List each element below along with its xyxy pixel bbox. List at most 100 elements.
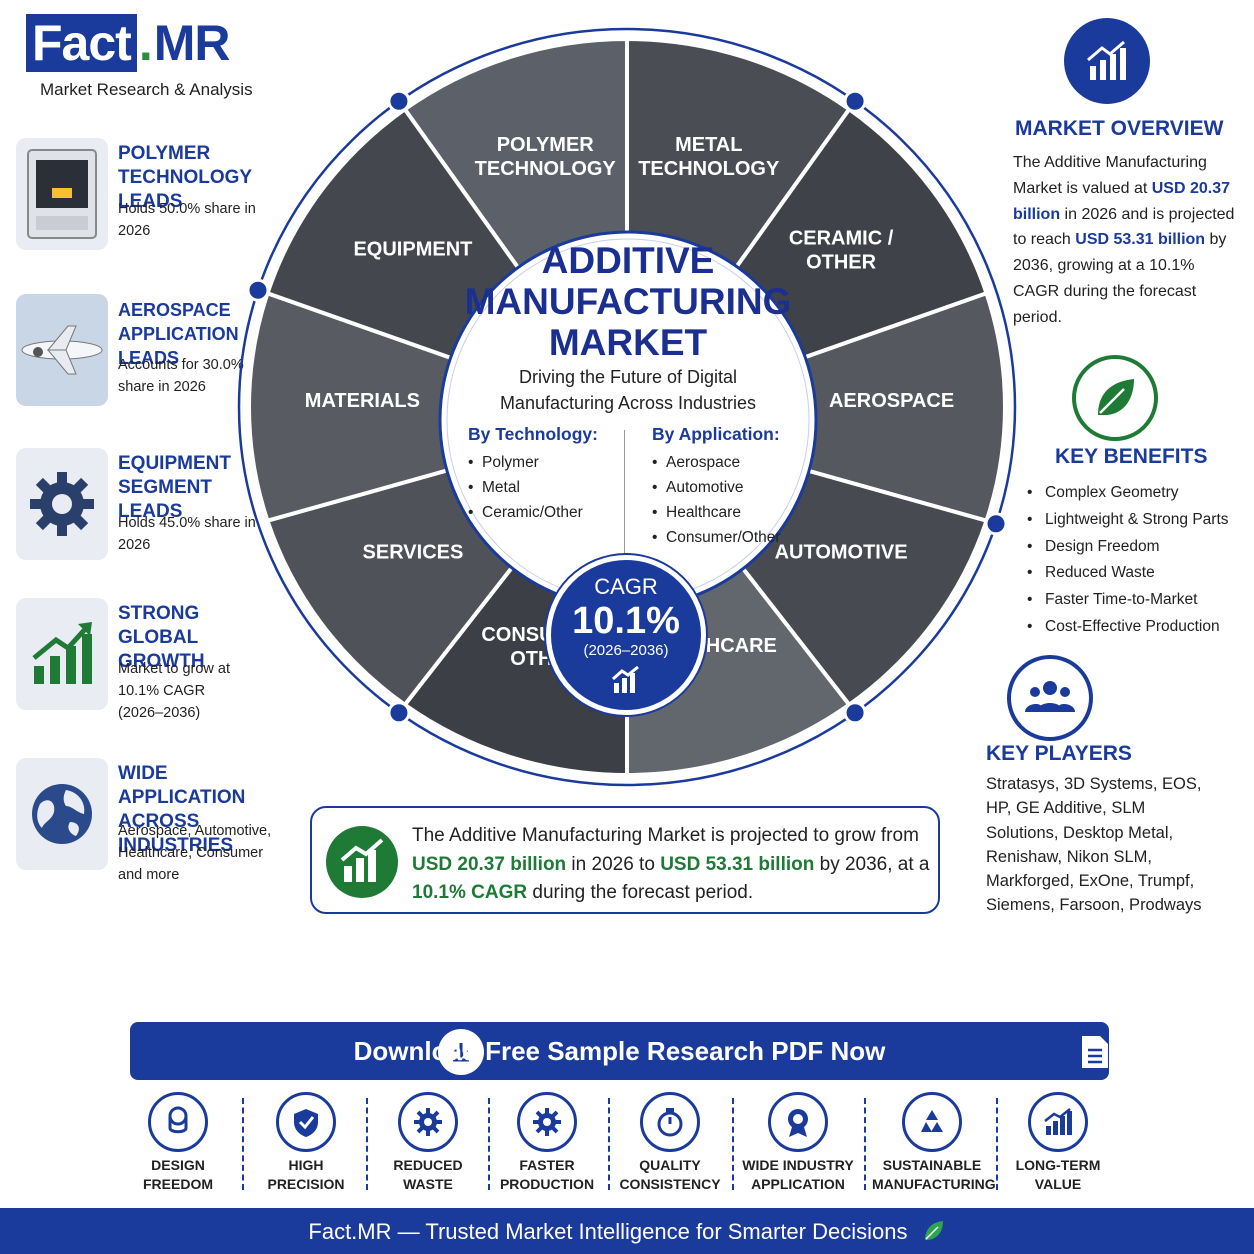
bar-chart-icon <box>1028 1092 1088 1152</box>
globe-icon <box>16 758 108 870</box>
summary-value-2036: USD 53.31 billion <box>660 853 815 875</box>
feature-label-line-1: HIGH <box>288 1157 324 1173</box>
coins-stack-icon <box>148 1092 208 1152</box>
summary-box: The Additive Manufacturing Market is pro… <box>310 806 940 914</box>
feature-reducedwaste: REDUCED WASTE <box>368 1092 488 1194</box>
overview-text-3: by 2036, growing at a 10.1% CAGR during … <box>1013 231 1227 326</box>
leaf-icon <box>924 1221 943 1240</box>
key-benefits-title: KEY BENEFITS <box>1055 445 1208 468</box>
feature-label: HIGH PRECISION <box>246 1156 366 1194</box>
feature-label: FASTER PRODUCTION <box>487 1156 607 1194</box>
application-heading: By Application: <box>652 424 780 444</box>
stat-label: Market Size in 2026 <box>245 942 413 963</box>
cagr-badge: CAGR 10.1% (2026–2036) <box>546 555 706 715</box>
stat-value: USD 20.37 Billion <box>217 970 441 1000</box>
ring-dot <box>387 89 411 113</box>
stat-forecast-value: Forecast Value in 2036 USD 53.31 Billion <box>478 928 780 1031</box>
ring-dot <box>246 278 270 302</box>
feature-separator <box>488 1098 490 1190</box>
feature-label-line-2: MANUFACTURING <box>872 1176 996 1192</box>
benefit-item: Lightweight & Strong Parts <box>1027 507 1247 534</box>
feature-label: REDUCED WASTE <box>368 1156 488 1194</box>
footer-bar: Fact.MR — Trusted Market Intelligence fo… <box>0 1208 1254 1254</box>
summary-part: The Additive Manufacturing Market is pro… <box>412 825 919 846</box>
feature-label-line-1: LONG-TERM <box>1015 1157 1101 1173</box>
overview-value-2026: USD 20.37 billion <box>1013 179 1230 223</box>
feature-separator <box>608 1098 610 1190</box>
technology-heading: By Technology: <box>468 424 598 444</box>
highlight-title: EQUIPMENT SEGMENT LEADS <box>118 453 231 522</box>
cagr-years: (2026–2036) <box>583 642 669 659</box>
feature-label-line-1: WIDE INDUSTRY <box>742 1157 854 1173</box>
growth-chart-icon <box>498 944 548 994</box>
logo-dot: . <box>138 15 153 71</box>
key-players-title: KEY PLAYERS <box>986 742 1132 765</box>
application-item: Healthcare <box>652 500 817 525</box>
stat-label: CAGR (2026–2036) <box>905 942 1073 963</box>
benefit-item: Cost-Effective Production <box>1027 614 1247 641</box>
feature-label-line-1: REDUCED <box>393 1157 463 1173</box>
feature-label-line-2: PRECISION <box>267 1176 345 1192</box>
download-sample-button[interactable]: Download Free Sample Research PDF Now <box>130 1022 1109 1080</box>
highlight-equipment: EQUIPMENT SEGMENT LEADS Holds 45.0% shar… <box>16 448 296 568</box>
center-subtitle-line-2: Manufacturing Across Industries <box>499 393 757 413</box>
download-label: Download Free Sample Research PDF Now <box>353 1036 886 1066</box>
benefit-item: Complex Geometry <box>1027 480 1247 507</box>
technology-item: Ceramic/Other <box>468 500 633 525</box>
feature-label-line-1: SUSTAINABLE <box>882 1157 982 1173</box>
stat-value: 10.1% <box>943 970 1035 1006</box>
feature-label-line-2: CONSISTENCY <box>619 1176 721 1192</box>
application-item: Aerospace <box>652 450 817 475</box>
wheel-segment-label: EQUIPMENT <box>353 239 472 261</box>
highlight-desc: Aerospace, Automotive, Healthcare, Consu… <box>118 823 272 883</box>
airplane-icon <box>16 294 108 406</box>
benefit-item: Design Freedom <box>1027 534 1247 561</box>
footer-text: Fact.MR — Trusted Market Intelligence fo… <box>0 1219 1254 1245</box>
summary-text: The Additive Manufacturing Market is pro… <box>412 822 932 908</box>
feature-separator <box>996 1098 998 1190</box>
stat-cagr: CAGR (2026–2036) 10.1% <box>800 928 1108 1013</box>
bar-chart-icon <box>1064 18 1150 104</box>
application-item: Consumer/Other <box>652 525 817 550</box>
wheel-segment-label: MATERIALS <box>305 390 420 412</box>
logo-mr: MR <box>153 15 231 71</box>
feature-fasterproduction: FASTER PRODUCTION <box>487 1092 607 1194</box>
ring-dot <box>843 701 867 725</box>
feature-separator <box>864 1098 866 1190</box>
feature-label: SUSTAINABLE MANUFACTURING <box>872 1156 996 1194</box>
benefit-item: Faster Time-to-Market <box>1027 587 1247 614</box>
summary-part: by 2036, at a <box>814 853 930 875</box>
feature-separator <box>242 1098 244 1190</box>
highlight-polymer: POLYMER TECHNOLOGY LEADS Holds 50.0% sha… <box>16 138 296 258</box>
brand-tagline: Market Research & Analysis <box>40 80 253 99</box>
feature-separator <box>366 1098 368 1190</box>
feature-label-line-2: WASTE <box>403 1176 453 1192</box>
overview-text-1: The Additive Manufacturing Market is val… <box>1013 154 1207 197</box>
wheel-segment-label: AEROSPACE <box>829 390 954 412</box>
gear-icon <box>398 1092 458 1152</box>
highlight-aerospace: AEROSPACE APPLICATION LEADS Accounts for… <box>16 294 296 414</box>
column-divider <box>624 430 625 558</box>
technology-item: Polymer <box>468 450 633 475</box>
benefit-item: Reduced Waste <box>1027 560 1247 587</box>
summary-value-2026: USD 20.37 billion <box>412 853 567 875</box>
brand-logo: Fact.MR Market Research & Analysis <box>16 14 276 104</box>
highlight-desc: Market to grow at 10.1% CAGR (2026–2036) <box>118 661 231 721</box>
market-overview-text: The Additive Manufacturing Market is val… <box>1013 150 1238 331</box>
feature-label-line-2: FREEDOM <box>143 1176 213 1192</box>
growth-chart-icon <box>16 598 108 710</box>
feature-label-line-1: DESIGN <box>151 1157 205 1173</box>
overview-value-2036: USD 53.31 billion <box>1075 231 1206 249</box>
application-item: Automotive <box>652 475 817 500</box>
feature-label-line-1: FASTER <box>519 1157 575 1173</box>
feature-label-line-2: PRODUCTION <box>499 1176 595 1192</box>
overview-text-2: in 2026 and is projected to reach <box>1013 205 1235 249</box>
wheel-segment <box>247 290 634 524</box>
feature-designfreedom: DESIGN FREEDOM <box>118 1092 238 1194</box>
leaf-icon <box>1072 355 1158 441</box>
highlight-desc: Holds 50.0% share in 2026 <box>118 201 256 239</box>
